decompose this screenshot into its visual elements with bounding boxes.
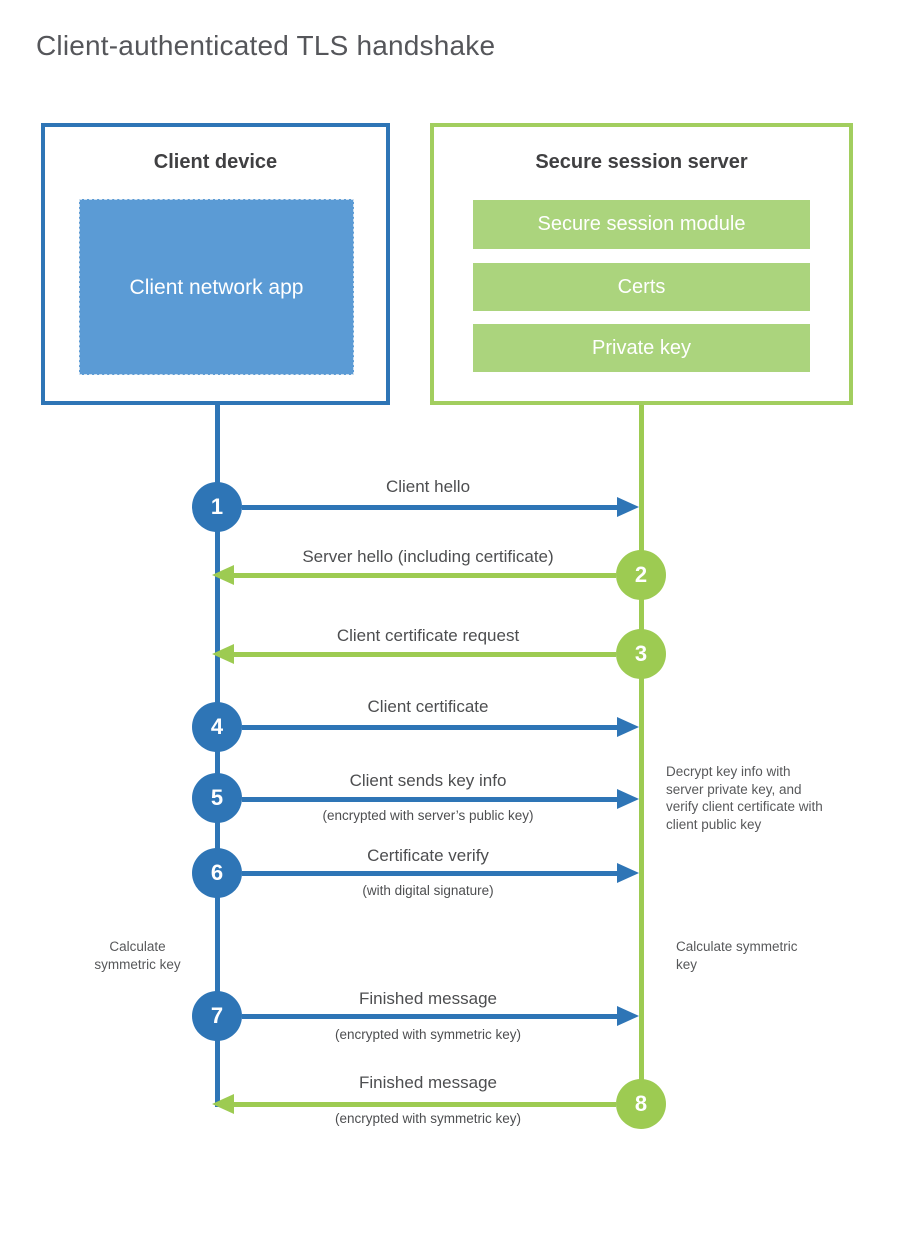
step-1-label: Client hello xyxy=(385,477,471,496)
step-7-circle: 7 xyxy=(192,991,242,1041)
server-private-key-bar: Private key xyxy=(473,324,810,372)
client-network-app-box: Client network app xyxy=(79,199,354,375)
secure-session-server-box: Secure session server Secure session mod… xyxy=(430,123,853,405)
decrypt-key-note: Decrypt key info with server private key… xyxy=(666,764,823,832)
step-5-circle: 5 xyxy=(192,773,242,823)
step-8-arrow-shaft xyxy=(234,1102,616,1107)
arrow-right-icon xyxy=(617,497,639,517)
arrow-right-icon xyxy=(617,1006,639,1026)
server-lifeline xyxy=(639,405,644,1104)
server-certs-bar: Certs xyxy=(473,263,810,311)
step-1-arrow-shaft xyxy=(242,505,617,510)
step-3-label: Client certificate request xyxy=(336,626,520,645)
step-3-arrow-shaft xyxy=(234,652,616,657)
step-8-circle: 8 xyxy=(616,1079,666,1129)
page-title: Client-authenticated TLS handshake xyxy=(36,30,496,61)
secure-session-server-title: Secure session server xyxy=(535,151,748,173)
step-4-label: Client certificate xyxy=(367,697,489,716)
step-2-arrow-shaft xyxy=(234,573,616,578)
step-4-circle: 4 xyxy=(192,702,242,752)
step-8-label: Finished message xyxy=(359,1073,497,1092)
server-module-bar: Secure session module xyxy=(473,200,810,249)
step-3-circle: 3 xyxy=(616,629,666,679)
client-device-box: Client device Client network app xyxy=(41,123,390,405)
client-device-title: Client device xyxy=(153,151,278,173)
arrow-left-icon xyxy=(212,644,234,664)
step-2-circle: 2 xyxy=(616,550,666,600)
step-5-sublabel: (encrypted with server’s public key) xyxy=(322,808,534,823)
arrow-left-icon xyxy=(212,1094,234,1114)
step-6-arrow-shaft xyxy=(242,871,617,876)
arrow-left-icon xyxy=(212,565,234,585)
step-8-sublabel: (encrypted with symmetric key) xyxy=(334,1111,522,1126)
arrow-right-icon xyxy=(617,717,639,737)
step-7-sublabel: (encrypted with symmetric key) xyxy=(334,1027,522,1042)
calculate-symmetric-key-note-server: Calculate symmetric key xyxy=(676,939,798,972)
arrow-right-icon xyxy=(617,789,639,809)
step-7-label: Finished message xyxy=(359,989,497,1008)
step-6-label: Certificate verify xyxy=(367,846,489,865)
calculate-symmetric-key-note-client: Calculate symmetric key xyxy=(94,939,181,972)
step-5-arrow-shaft xyxy=(242,797,617,802)
step-7-arrow-shaft xyxy=(242,1014,617,1019)
step-1-circle: 1 xyxy=(192,482,242,532)
step-6-circle: 6 xyxy=(192,848,242,898)
step-2-label: Server hello (including certificate) xyxy=(302,547,554,566)
step-6-sublabel: (with digital signature) xyxy=(362,883,494,898)
client-lifeline xyxy=(215,405,220,1107)
step-5-label: Client sends key info xyxy=(349,771,507,790)
step-4-arrow-shaft xyxy=(242,725,617,730)
arrow-right-icon xyxy=(617,863,639,883)
